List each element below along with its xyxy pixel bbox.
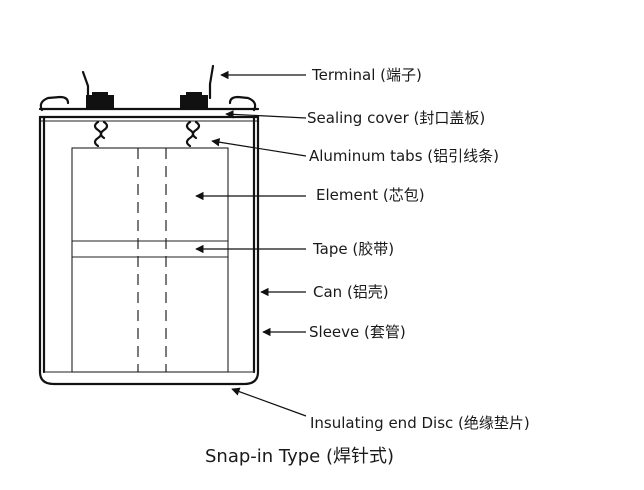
leader-lines bbox=[195, 70, 307, 417]
label-sealing-cover: Sealing cover (封口盖板) bbox=[307, 109, 485, 127]
label-insulating-end-disc: Insulating end Disc (绝缘垫片) bbox=[310, 414, 530, 432]
capacitor-body bbox=[38, 64, 260, 386]
leader-insulating-end-disc bbox=[231, 387, 307, 417]
sealing-cover bbox=[38, 95, 260, 122]
leader-aluminum-tabs bbox=[211, 138, 307, 157]
label-element: Element (芯包) bbox=[316, 186, 425, 204]
leader-sealing-cover bbox=[225, 110, 307, 119]
can-outline bbox=[38, 115, 260, 386]
diagram-caption: Snap-in Type (焊针式) bbox=[205, 446, 394, 467]
label-aluminum-tabs: Aluminum tabs (铝引线条) bbox=[309, 147, 499, 165]
element-winding bbox=[71, 147, 229, 373]
terminal-blocks bbox=[86, 92, 208, 109]
terminal-leads bbox=[81, 64, 215, 100]
label-can: Can (铝壳) bbox=[313, 283, 389, 301]
callout-labels: Terminal (端子) Sealing cover (封口盖板) Alumi… bbox=[307, 66, 530, 432]
label-tape: Tape (胶带) bbox=[312, 240, 394, 258]
aluminum-tabs bbox=[93, 120, 201, 148]
tape-band bbox=[72, 240, 228, 258]
label-sleeve: Sleeve (套管) bbox=[309, 323, 406, 341]
label-terminal: Terminal (端子) bbox=[311, 66, 422, 84]
